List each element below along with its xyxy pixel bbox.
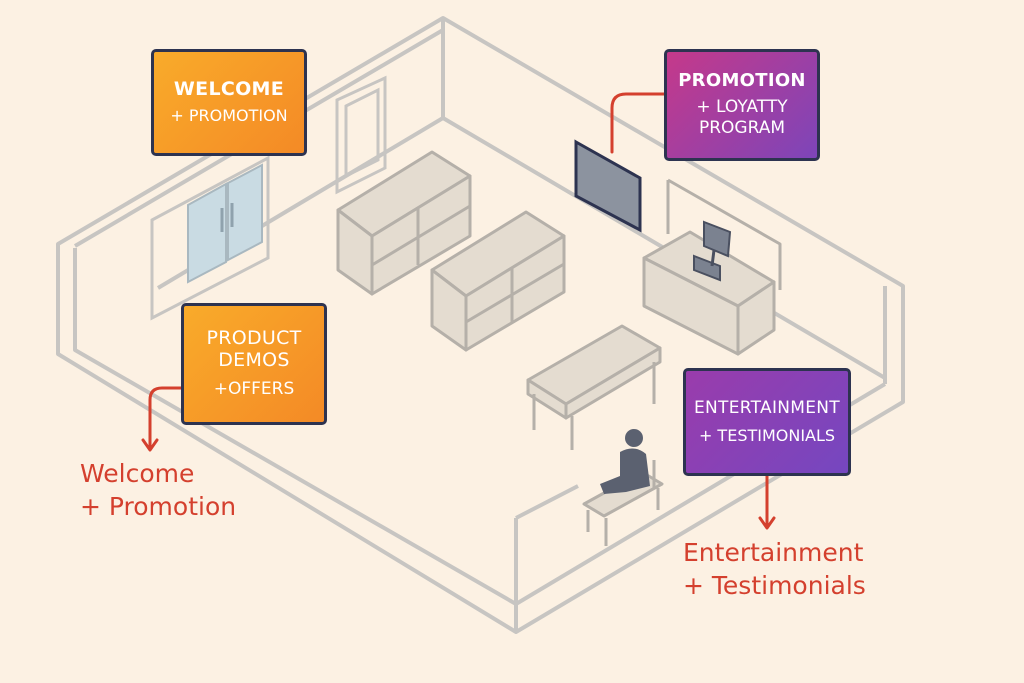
arrowhead-demos xyxy=(141,438,159,452)
shelf-unit-2 xyxy=(430,210,566,352)
sign-subtitle: + PROMOTION xyxy=(170,106,288,126)
sign-subtitle-line-2: PROGRAM xyxy=(698,118,786,139)
display-table xyxy=(526,324,662,450)
callout-line-1: Welcome xyxy=(80,459,195,488)
pointer-demos xyxy=(148,386,183,450)
glass-door xyxy=(150,155,270,321)
wall-screen xyxy=(574,139,642,233)
sign-title-line-1: PRODUCT xyxy=(206,327,302,350)
arrowhead-entertainment xyxy=(758,516,776,530)
seated-person xyxy=(600,429,650,494)
sign-subtitle: + TESTIMONIALS xyxy=(698,425,836,445)
sign-title: PROMOTION xyxy=(678,70,806,92)
callout-welcome-promotion: Welcome + Promotion xyxy=(80,458,236,523)
callout-line-2: + Promotion xyxy=(80,491,237,521)
pointer-promotion xyxy=(610,92,666,154)
sign-title: WELCOME xyxy=(173,78,285,101)
welcome-promotion-sign: WELCOME + PROMOTION xyxy=(151,49,307,156)
callout-line-1: Entertainment xyxy=(683,538,864,567)
register-monitor xyxy=(693,220,732,282)
back-door xyxy=(335,75,387,195)
entertainment-testimonials-sign: ENTERTAINMENT + TESTIMONIALS xyxy=(683,368,851,476)
sign-subtitle: +OFFERS xyxy=(213,379,295,400)
shelf-unit-1 xyxy=(336,150,472,296)
callout-entertainment-testimonials: Entertainment + Testimonials xyxy=(683,537,866,602)
sign-subtitle-line-1: + LOYATTY xyxy=(696,96,788,117)
product-demos-sign: PRODUCT DEMOS +OFFERS xyxy=(181,303,327,425)
callout-line-2: + Testimonials xyxy=(683,570,866,600)
sign-title: ENTERTAINMENT xyxy=(694,398,840,419)
sign-title-line-2: DEMOS xyxy=(218,349,290,372)
left-wall-inner xyxy=(73,248,517,606)
promotion-loyalty-sign: PROMOTION + LOYATTY PROGRAM xyxy=(664,49,820,161)
